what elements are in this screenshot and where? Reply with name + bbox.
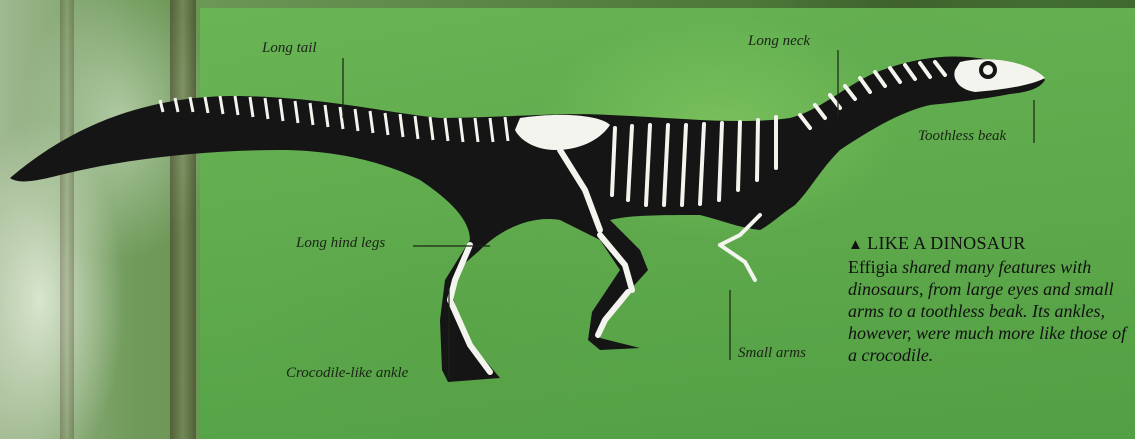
long-tail-label: Long tail bbox=[262, 40, 317, 57]
long-neck-label: Long neck bbox=[748, 33, 810, 50]
caption-genus: Effigia bbox=[848, 257, 898, 277]
triangle-up-icon: ▲ bbox=[848, 237, 863, 253]
caption-heading-text: LIKE A DINOSAUR bbox=[867, 233, 1026, 253]
small-arms-label: Small arms bbox=[738, 345, 806, 362]
caption-box: ▲LIKE A DINOSAUR Effigia shared many fea… bbox=[848, 232, 1133, 366]
caption-heading: ▲LIKE A DINOSAUR bbox=[848, 232, 1133, 256]
toothless-beak-label: Toothless beak bbox=[918, 128, 1006, 145]
caption-body: Effigia shared many features with dinosa… bbox=[848, 256, 1133, 366]
long-hind-legs-label: Long hind legs bbox=[296, 235, 385, 252]
crocodile-ankle-label: Crocodile-like ankle bbox=[286, 365, 408, 382]
